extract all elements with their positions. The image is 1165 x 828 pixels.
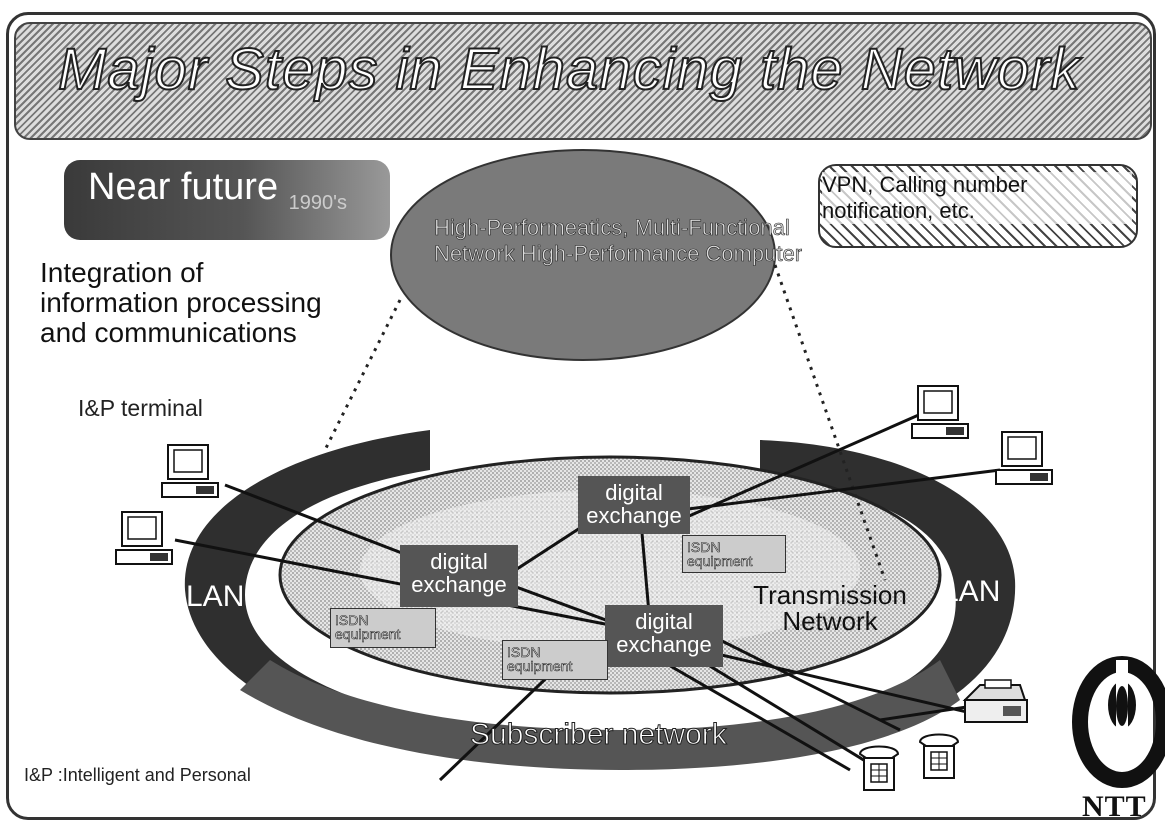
fax-icon bbox=[962, 679, 1028, 723]
ntt-logo-text: NTT bbox=[1082, 790, 1147, 823]
transmission-network-label: Transmission Network bbox=[753, 580, 907, 636]
computer-icon bbox=[115, 511, 173, 565]
near-future-text: Near future bbox=[88, 166, 279, 208]
vpn-note-text: VPN, Calling number notification, etc. bbox=[822, 172, 1132, 224]
digital-exchange-top: digital exchange bbox=[578, 476, 690, 534]
subscriber-network-label: Subscriber network bbox=[470, 718, 728, 752]
computer-icon bbox=[161, 444, 219, 498]
lan-label-left: LAN bbox=[186, 580, 245, 613]
dotted-line-left bbox=[323, 299, 402, 451]
computer-icon bbox=[911, 385, 969, 439]
subscriber-network-band bbox=[240, 660, 960, 770]
telephone-icon bbox=[918, 733, 960, 779]
lan-ring-right bbox=[760, 440, 1016, 720]
near-future-label: Near future 1990's bbox=[88, 166, 347, 215]
slide-frame bbox=[6, 12, 1156, 820]
slide-title: Major Steps in Enhancing the Network bbox=[57, 36, 1081, 103]
lan-ring-left bbox=[184, 430, 430, 730]
isdn-equipment-bottom: ISDN equipment bbox=[502, 640, 608, 680]
isdn-equipment-left: ISDN equipment bbox=[330, 608, 436, 648]
transmission-network-inner bbox=[360, 490, 860, 650]
ntt-logo-icon bbox=[1072, 656, 1165, 788]
computer-icon bbox=[995, 431, 1053, 485]
central-node-ellipse bbox=[390, 149, 776, 361]
lan-label-right: LAN bbox=[942, 575, 1001, 608]
near-future-badge bbox=[64, 160, 390, 240]
footnote: I&P :Intelligent and Personal bbox=[24, 765, 251, 785]
digital-exchange-right: digital exchange bbox=[605, 605, 723, 667]
telephone-icon bbox=[858, 745, 900, 791]
digital-exchange-left: digital exchange bbox=[400, 545, 518, 607]
ip-terminal-label: I&P terminal bbox=[78, 395, 203, 421]
central-node-text: High-Performeatics, Multi-Functional Net… bbox=[434, 215, 803, 267]
integration-text: Integration of information processing an… bbox=[40, 257, 322, 348]
dotted-line-right bbox=[773, 264, 887, 581]
isdn-equipment-top: ISDN equipment bbox=[682, 535, 786, 573]
near-future-suffix: 1990's bbox=[288, 192, 347, 214]
title-band bbox=[14, 22, 1152, 140]
